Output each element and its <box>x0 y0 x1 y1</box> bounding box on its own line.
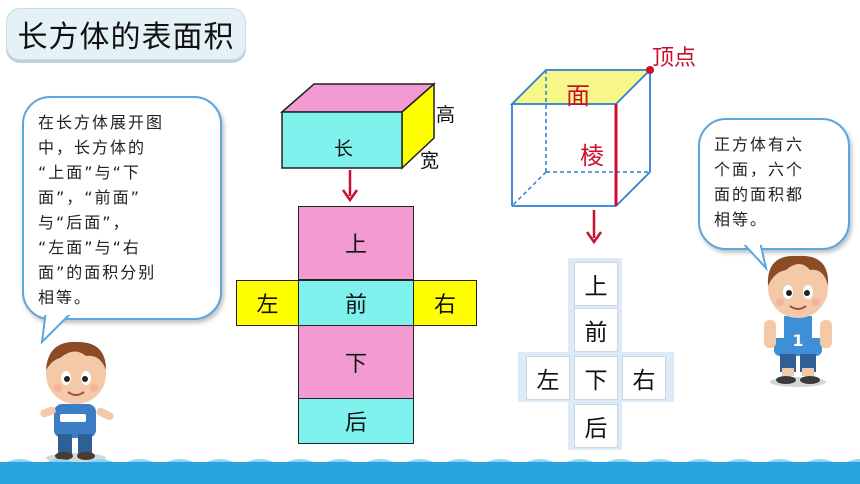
cube-face-label: 面 <box>566 82 590 110</box>
bottom-band <box>0 462 860 484</box>
left-speech-bubble: 在长方体展开图 中，长方体的 “上面”与“下 面”，“前面” 与“后面”， “左… <box>22 96 222 320</box>
cube-edge-label: 棱 <box>580 142 604 170</box>
left-bubble-line: 面”的面积分别 <box>38 263 157 282</box>
cube-net-left: 左 <box>526 356 570 400</box>
cube-net-back: 后 <box>574 404 618 448</box>
cuboid-width-label: 宽 <box>420 150 440 172</box>
boy-right-illustration: 1 <box>764 255 832 387</box>
left-bubble-line: “左面”与“右 <box>38 238 141 257</box>
cuboid-front-face <box>281 111 403 169</box>
cube-net-front: 前 <box>574 308 618 352</box>
left-bubble-line: 与“后面”， <box>38 213 131 232</box>
right-bubble-line: 正方体有六 <box>714 135 805 154</box>
cube-net-top: 上 <box>574 262 618 306</box>
left-bubble-tail <box>40 304 74 345</box>
cuboid-net-front: 前 <box>298 280 414 326</box>
cube-vertex-label: 顶点 <box>652 46 697 71</box>
left-bubble-line: 面”，“前面” <box>38 188 141 207</box>
cuboid-net-top: 上 <box>298 206 414 280</box>
right-bubble-tail <box>739 238 768 272</box>
cuboid-height-label: 高 <box>436 104 456 126</box>
cuboid-net-back: 后 <box>298 398 414 444</box>
right-bubble-line: 个面，六个 <box>714 160 805 179</box>
left-bubble-text: 在长方体展开图 中，长方体的 “上面”与“下 面”，“前面” 与“后面”， “左… <box>38 110 210 310</box>
cuboid-front-label: 长 <box>334 138 354 160</box>
down-arrow-icon <box>585 210 603 244</box>
cube-net-right: 右 <box>622 356 666 400</box>
right-bubble-line: 面的面积都 <box>714 185 805 204</box>
left-bubble-line: “上面”与“下 <box>38 163 141 182</box>
boy-shirt-number: 1 <box>792 331 803 350</box>
right-bubble-text: 正方体有六 个面，六个 面的面积都 相等。 <box>714 132 838 232</box>
right-bubble-line: 相等。 <box>714 210 769 229</box>
cuboid-net-left: 左 <box>236 280 299 326</box>
cuboid-3d <box>280 82 436 170</box>
cuboid-net-right: 右 <box>413 280 477 326</box>
cube-vertex-dot <box>646 66 654 74</box>
cuboid-net-bottom: 下 <box>298 325 414 399</box>
left-bubble-line: 在长方体展开图 <box>38 113 165 132</box>
title-box: 长方体的表面积 <box>6 8 246 60</box>
boy-left-illustration <box>40 341 114 463</box>
left-bubble-line: 相等。 <box>38 288 93 307</box>
cube-net-bottom: 下 <box>574 356 618 400</box>
cube-3d <box>509 66 654 207</box>
right-speech-bubble: 正方体有六 个面，六个 面的面积都 相等。 <box>698 118 850 250</box>
page-title: 长方体的表面积 <box>17 20 235 55</box>
left-bubble-line: 中，长方体的 <box>38 138 147 157</box>
down-arrow-icon <box>341 170 359 202</box>
